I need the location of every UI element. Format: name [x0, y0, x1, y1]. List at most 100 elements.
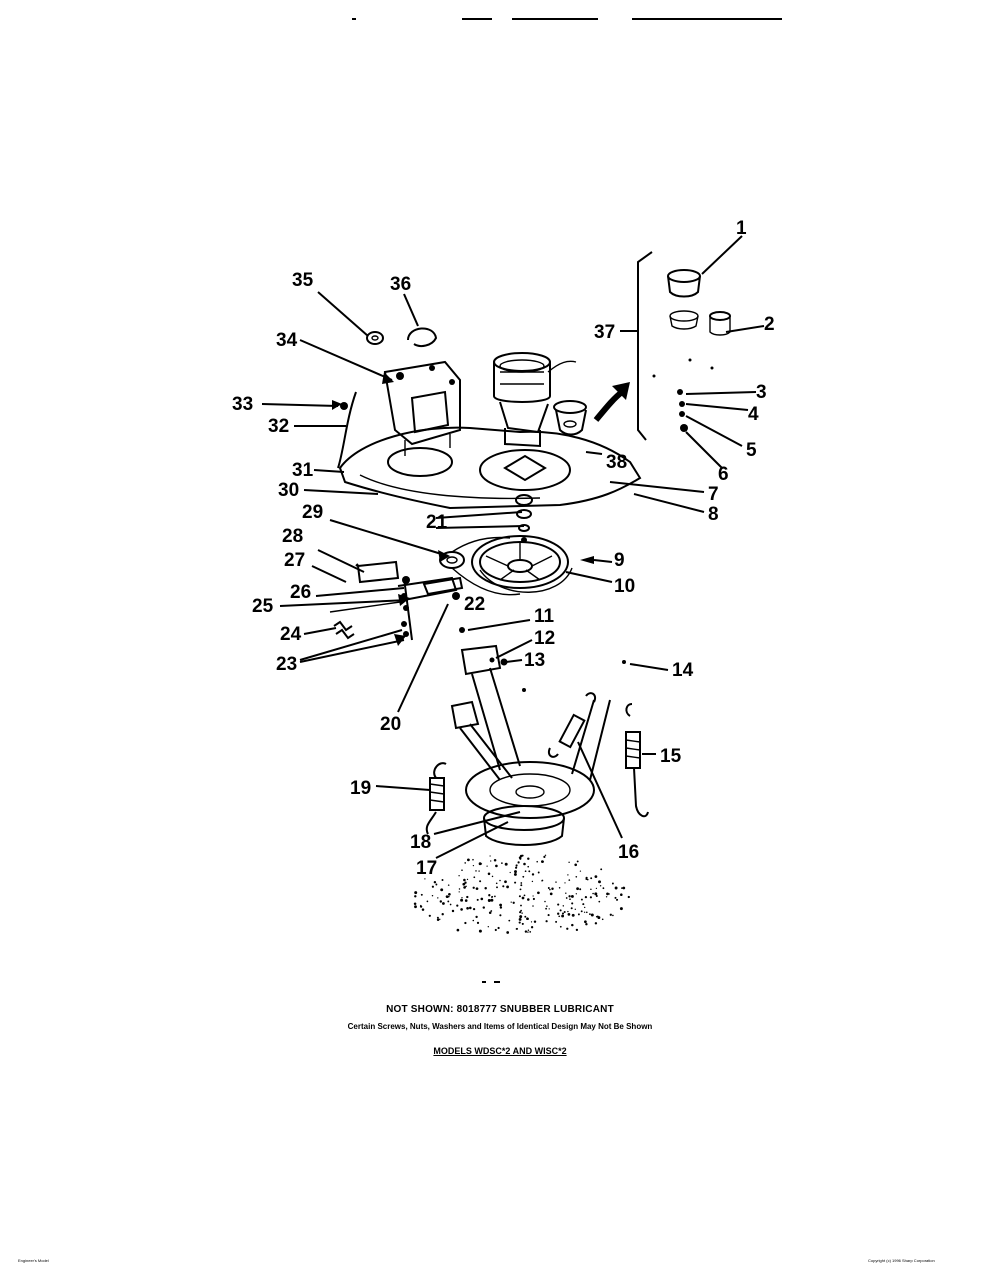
stipple-dot [570, 907, 573, 910]
stipple-dot [437, 897, 439, 899]
stipple-dot [594, 892, 598, 896]
stipple-dot [472, 858, 474, 861]
stipple-dot [456, 928, 460, 932]
stipple-dot [490, 860, 492, 862]
stipple-dot [504, 880, 507, 884]
stipple-dot [510, 901, 512, 903]
stipple-dot [567, 874, 569, 876]
stipple-dot [479, 880, 482, 883]
stipple-dot [597, 916, 601, 920]
callout-22: 22 [464, 594, 485, 615]
stipple-dot [489, 855, 491, 857]
callout-30: 30 [278, 480, 299, 501]
suspension-spring-left [425, 762, 447, 835]
stipple-dot [428, 914, 431, 917]
suspension-spring-right [625, 703, 649, 818]
stipple-dot [473, 876, 476, 879]
stipple-dot [594, 875, 598, 878]
stipple-dot [478, 929, 482, 933]
stipple-dot [472, 886, 475, 889]
stipple-dot [584, 895, 588, 899]
stipple-dot [488, 911, 492, 914]
stipple-dot [504, 862, 508, 866]
ground-screw [340, 402, 348, 410]
motor-nut [366, 331, 384, 345]
stipple-dot [458, 875, 460, 877]
stipple-dot [532, 895, 534, 897]
callout-31: 31 [292, 460, 314, 481]
stipple-dot [566, 927, 569, 930]
stipple-dot [561, 912, 565, 915]
stipple-dot [449, 903, 452, 906]
stipple-dot [605, 896, 608, 898]
stipple-dot [527, 865, 530, 868]
stipple-dot [464, 881, 467, 884]
stipple-dot [584, 906, 586, 909]
callout-23: 23 [276, 654, 297, 675]
bracket-spring [333, 620, 355, 640]
callout-7: 7 [708, 484, 719, 505]
stipple-dot [502, 885, 505, 888]
stipple-dot [564, 882, 566, 884]
callout-27: 27 [284, 550, 305, 571]
stipple-dot [442, 902, 445, 905]
stipple-dot [568, 861, 570, 864]
callout-26: 26 [290, 582, 311, 603]
stipple-dot [579, 870, 582, 872]
stipple-dot [601, 918, 604, 921]
stipple-dot [458, 888, 461, 890]
callout-labels: 1 2 3 4 5 6 7 8 9 10 11 12 13 14 15 16 1… [232, 218, 775, 879]
stipple-dot [431, 894, 434, 897]
stipple-dot [472, 919, 475, 922]
drive-belt [451, 536, 521, 596]
callout-28: 28 [282, 526, 303, 547]
stipple-dot [549, 892, 553, 896]
stipple-dot [487, 926, 489, 928]
stipple-dot [568, 895, 571, 898]
stipple-dot [460, 898, 464, 902]
stipple-dot [621, 887, 623, 889]
corner-note-left: Engineer's Model [18, 1258, 49, 1263]
stipple-dot [515, 866, 518, 869]
stipple-dot [445, 895, 448, 898]
stipple-dot [513, 872, 517, 876]
callout-15: 15 [660, 746, 682, 767]
stipple-dot [544, 900, 546, 903]
stipple-dot [532, 905, 534, 907]
stipple-dot [559, 925, 562, 928]
motor-housing [383, 360, 461, 456]
stipple-dot [599, 885, 602, 887]
stipple-dot [441, 913, 444, 916]
top-rule-long [632, 18, 782, 20]
stipple-dot [555, 881, 557, 883]
stipple-dot [464, 921, 467, 925]
stipple-dot [521, 922, 524, 925]
suspension-spring-center [548, 692, 596, 758]
stipple-dot [515, 928, 518, 930]
stipple-dot [475, 870, 477, 872]
callout-8: 8 [708, 504, 719, 525]
stipple-dot [439, 918, 441, 920]
stipple-dot [520, 909, 522, 912]
callout-16: 16 [618, 842, 639, 863]
disclaimer-note: Certain Screws, Nuts, Washers and Items … [347, 1022, 653, 1031]
stipple-dot [548, 908, 550, 910]
stipple-dot [451, 909, 455, 913]
stipple-dot [465, 885, 467, 888]
stipple-dot [497, 926, 500, 930]
stipple-dot [475, 915, 478, 919]
stipple-dot [541, 860, 544, 863]
stipple-dot [501, 862, 503, 864]
callout-17: 17 [416, 858, 437, 879]
stipple-dot [595, 915, 598, 918]
stipple-dot [448, 895, 450, 898]
callout-32: 32 [268, 416, 289, 437]
base-plate [338, 426, 642, 510]
stipple-dot [493, 859, 497, 862]
stipple-dot [469, 906, 472, 910]
stipple-dot [575, 893, 577, 895]
callout-5: 5 [746, 440, 757, 461]
stipple-dot [486, 865, 488, 867]
stipple-dot [466, 878, 469, 881]
